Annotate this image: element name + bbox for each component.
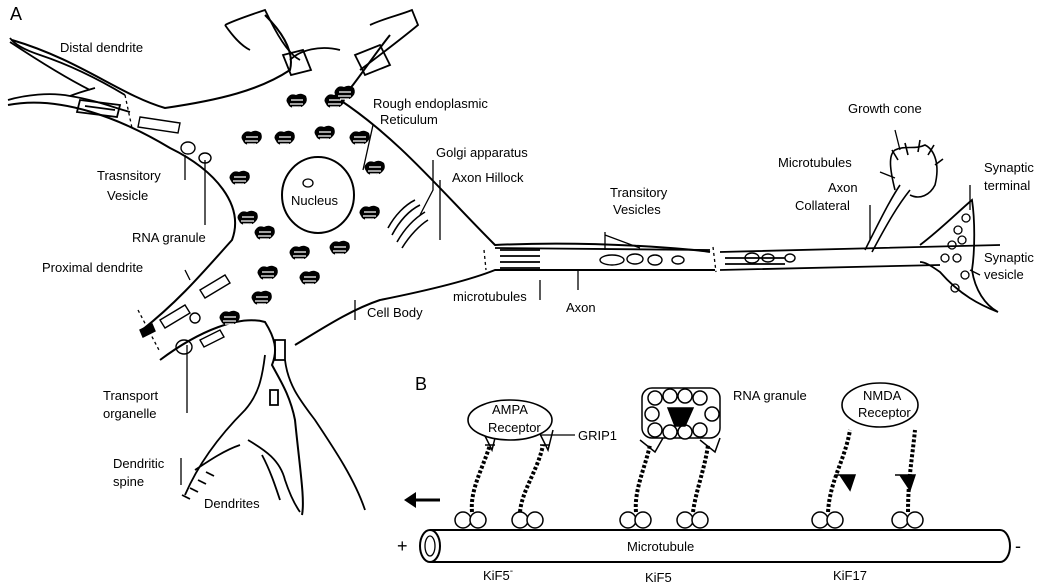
label-distal-dendrite: Distal dendrite <box>60 40 143 55</box>
label-transitory-vesicles-line1: Transitory <box>610 185 668 200</box>
motor-kif17 <box>812 430 923 528</box>
label-transport-organelle-line1: Transport <box>103 388 159 403</box>
ampa-label-line2: Receptor <box>488 420 541 435</box>
label-synaptic-terminal-line2: terminal <box>984 178 1030 193</box>
label-trasnsitory-line2: Vesicle <box>107 188 148 203</box>
panel-a-letter: A <box>10 4 22 24</box>
label-rough-er-line1: Rough endoplasmic <box>373 96 488 111</box>
kif5-minus-label: KiF5- <box>483 566 513 583</box>
label-synaptic-vesicle-line1: Synaptic <box>984 250 1034 265</box>
label-axon: Axon <box>566 300 596 315</box>
direction-arrow-icon <box>404 492 440 508</box>
label-axon-hillock: Axon Hillock <box>452 170 524 185</box>
nmda-label-line2: Receptor <box>858 405 911 420</box>
grip1-label: GRIP1 <box>578 428 617 443</box>
nucleus-label: Nucleus <box>291 193 338 208</box>
label-golgi: Golgi apparatus <box>436 145 528 160</box>
label-transitory-vesicles-line2: Vesicles <box>613 202 661 217</box>
label-microtubules-axon: microtubules <box>453 289 527 304</box>
label-growth-cone: Growth cone <box>848 101 922 116</box>
rna-granule-b <box>642 388 720 439</box>
label-synaptic-vesicle-line2: vesicle <box>984 267 1024 282</box>
panel-a-labels: Distal dendrite Rough endoplasmic Reticu… <box>42 40 1034 511</box>
label-synaptic-terminal-line1: Synaptic <box>984 160 1034 175</box>
nmda-label-line1: NMDA <box>863 388 902 403</box>
kif5-minus-text: KiF5 <box>483 568 510 583</box>
label-trasnsitory-line1: Trasnsitory <box>97 168 161 183</box>
axon-shaft <box>495 245 1000 270</box>
label-microtubules-gc: Microtubules <box>778 155 852 170</box>
rna-granule-b-label: RNA granule <box>733 388 807 403</box>
top-dendrites <box>225 10 418 75</box>
microtubule: Microtubule <box>420 530 1010 562</box>
plus-end-label: + <box>397 536 408 556</box>
nucleus: Nucleus <box>282 157 354 233</box>
label-rough-er-line2: Reticulum <box>380 112 438 127</box>
ampa-receptor: AMPA Receptor GRIP1 <box>468 400 617 443</box>
label-rna-granule-a: RNA granule <box>132 230 206 245</box>
label-dendritic-spine-line2: spine <box>113 474 144 489</box>
label-proximal-dendrite: Proximal dendrite <box>42 260 143 275</box>
label-dendrites: Dendrites <box>204 496 260 511</box>
ampa-label-line1: AMPA <box>492 402 528 417</box>
kif17-label: KiF17 <box>833 568 867 583</box>
minus-end-label: - <box>1015 536 1021 556</box>
kif5-label: KiF5 <box>645 570 672 584</box>
nmda-receptor: NMDA Receptor <box>842 383 918 427</box>
label-dendritic-spine-line1: Dendritic <box>113 456 165 471</box>
label-cell-body: Cell Body <box>367 305 423 320</box>
label-transport-organelle-line2: organelle <box>103 406 157 421</box>
golgi-apparatus <box>388 200 428 248</box>
kif5-minus-sup: - <box>510 566 513 577</box>
label-axon-collateral-line2: Collateral <box>795 198 850 213</box>
motor-kif5-minus <box>455 430 553 528</box>
microtubule-label: Microtubule <box>627 539 694 554</box>
synaptic-vesicles <box>941 214 970 292</box>
label-axon-collateral-line1: Axon <box>828 180 858 195</box>
panel-b-letter: B <box>415 374 427 394</box>
motor-kif5 <box>620 438 720 528</box>
